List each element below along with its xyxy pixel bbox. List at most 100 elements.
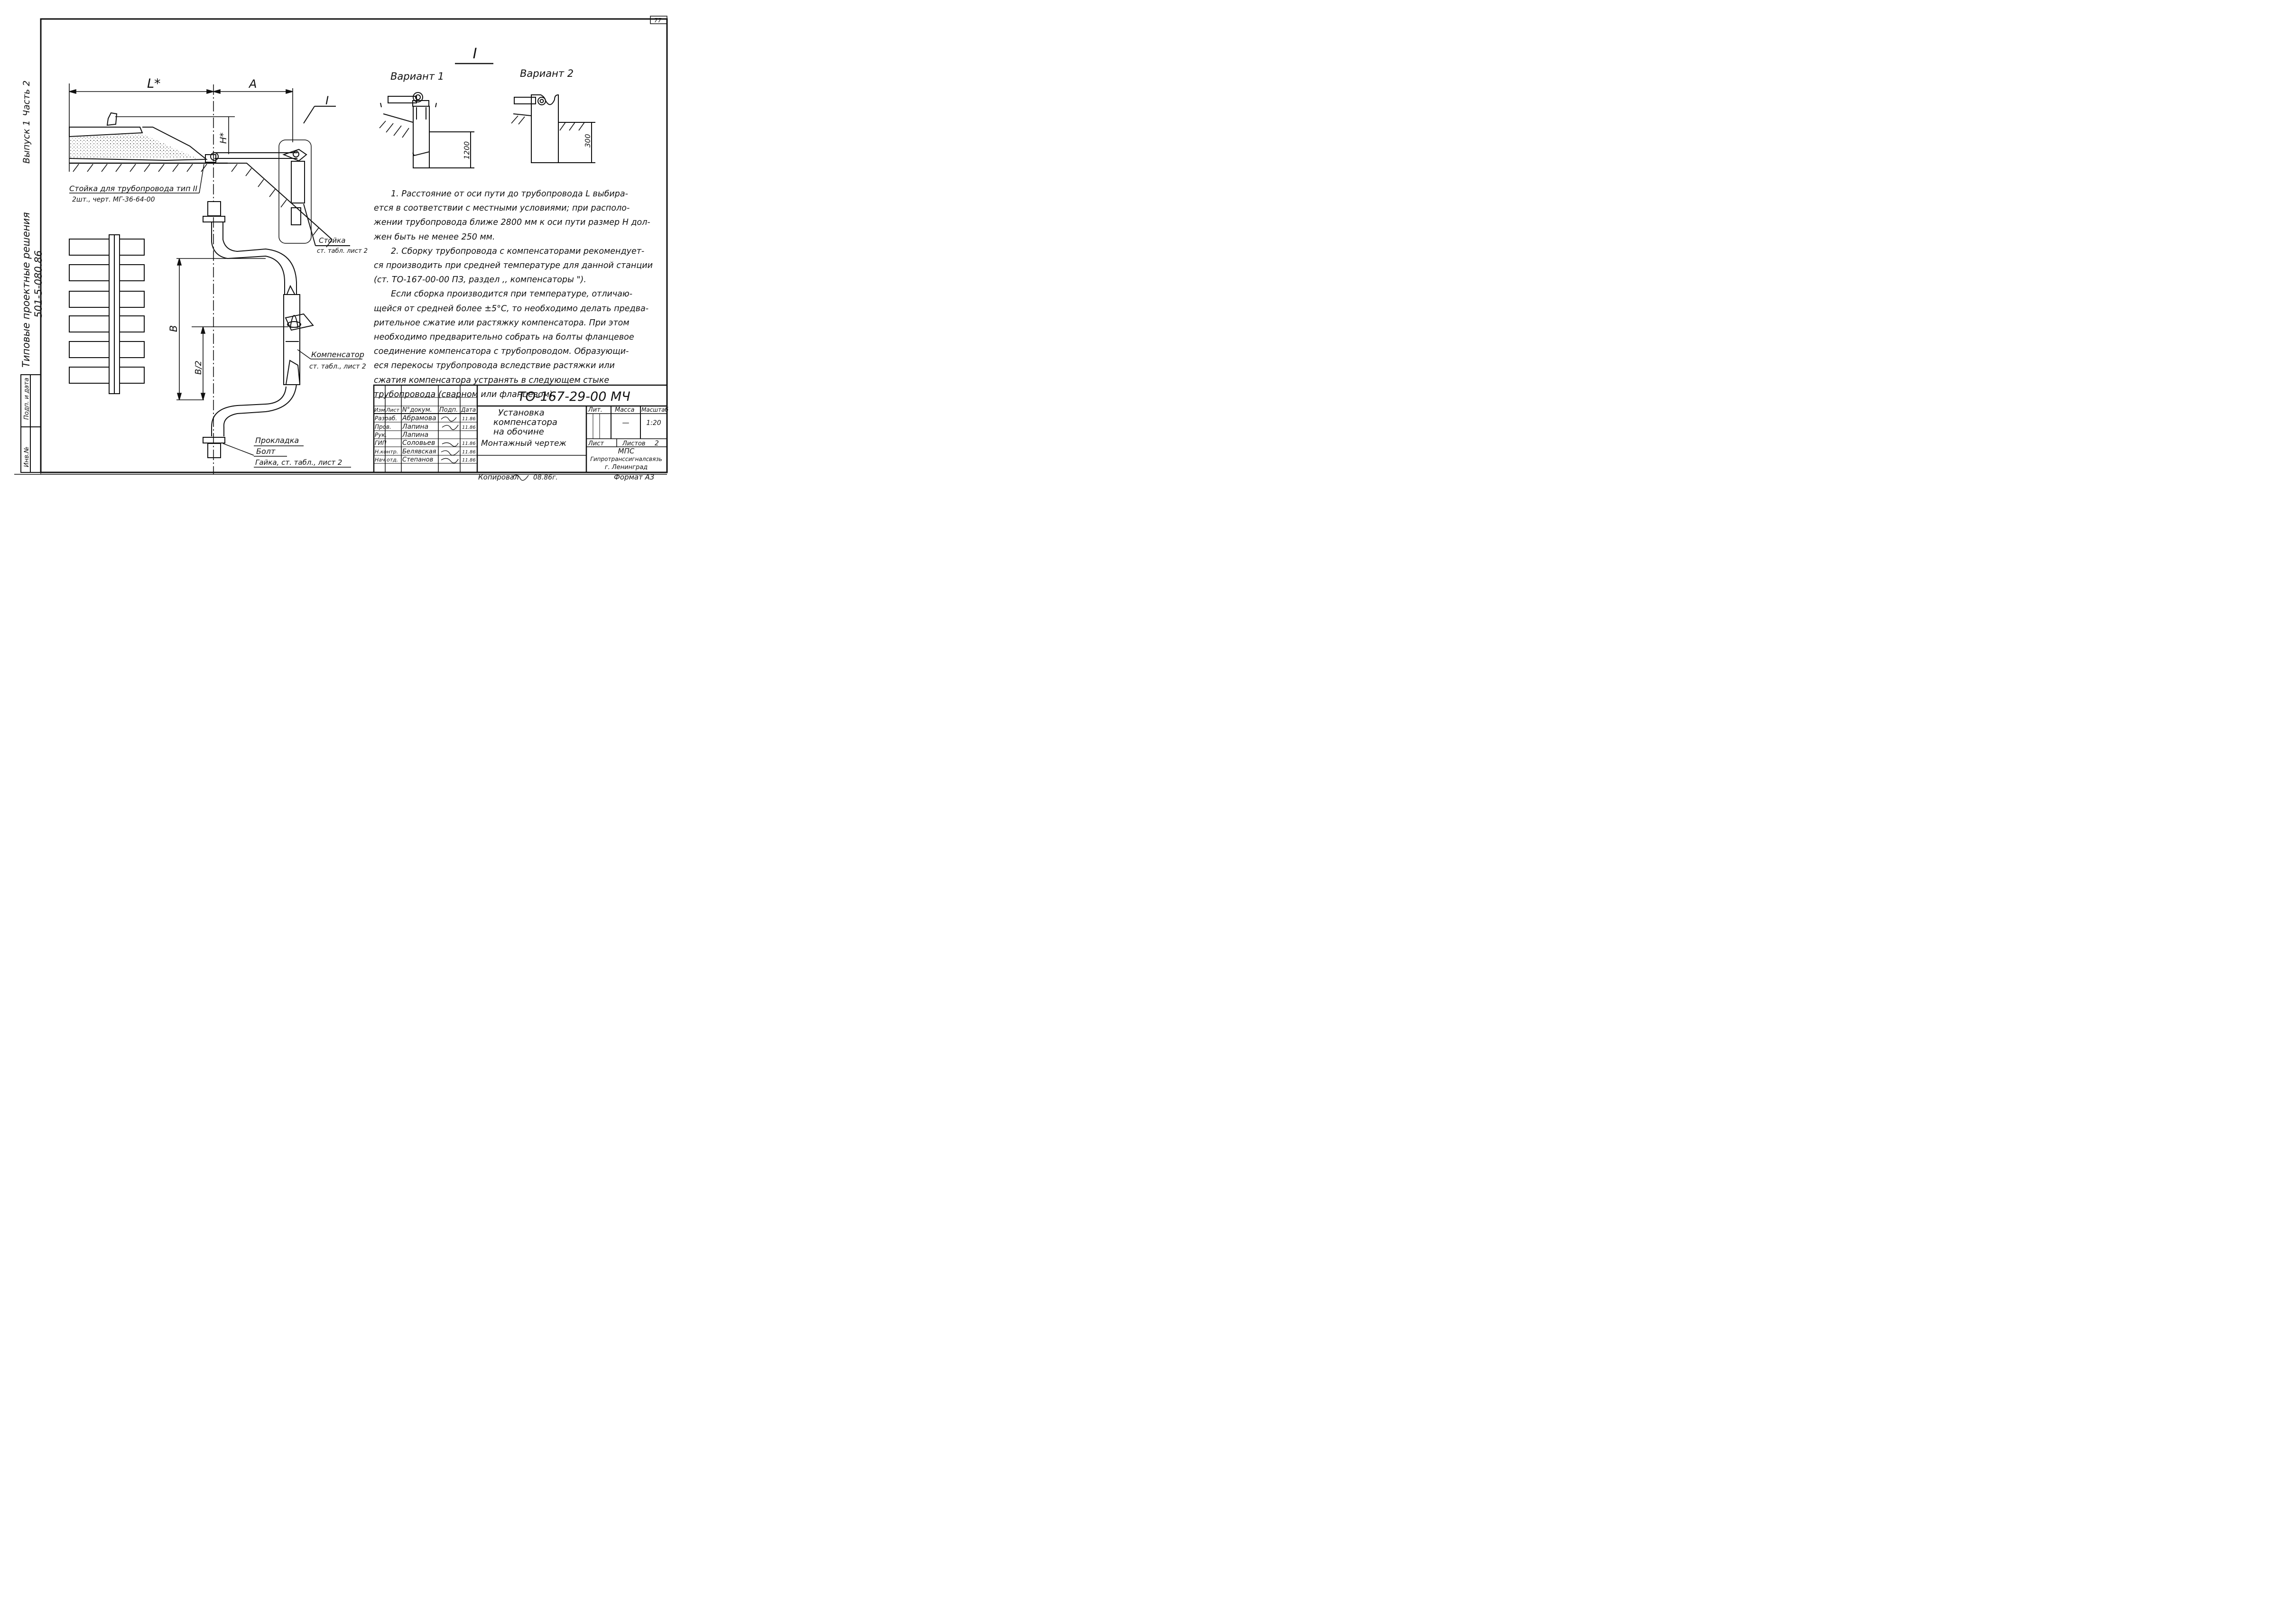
copied-by-signature — [512, 474, 529, 481]
note-line: жен быть не менее 250 мм. — [374, 232, 495, 242]
tb-date-1: 11.86 — [462, 425, 476, 430]
left-margin-stamp — [20, 374, 41, 473]
variant1-title: Вариант 1 — [390, 71, 444, 82]
tb-role-4: Н.контр. — [375, 449, 398, 455]
page-number: 77 — [654, 17, 662, 24]
callout-gasket: Прокладка — [255, 436, 299, 445]
tb-name-4: Белявская — [402, 448, 436, 455]
note-line: сжатия компенсатора устранять в следующе… — [374, 375, 610, 385]
notes-block: 1. Расстояние от оси пути до трубопровод… — [374, 187, 669, 402]
note-line: ся производить при средней температуре д… — [374, 261, 653, 271]
tb-hdr-date: Дата — [461, 406, 476, 413]
dimension-lines-top — [69, 83, 293, 474]
section-mark: I — [473, 46, 477, 62]
dim-B-half: В/2 — [194, 360, 204, 375]
callout-nut: Гайка, ст. табл., лист 2 — [255, 458, 342, 467]
tb-doc-code: ТО-167-29-00 МЧ — [518, 389, 630, 404]
note-line: жении трубопровода ближе 2800 мм к оси п… — [374, 218, 650, 228]
tb-name-2: Лапина — [402, 431, 428, 439]
callout-stand-ref: ст. табл. лист 2 — [317, 248, 368, 255]
tb-sheets-label: Листов — [622, 440, 646, 447]
dim-L: L* — [147, 76, 161, 91]
bottom-callout-lines — [222, 443, 351, 468]
tb-org-dept: Гипротранссигналсвязь — [590, 456, 662, 462]
variant2-ground-hatch — [511, 115, 585, 131]
variant1-detail — [380, 92, 474, 168]
callout-section-I: I — [325, 94, 329, 107]
tb-name-1: Лапина — [402, 423, 428, 431]
margin-issue: Выпуск 1 — [21, 120, 32, 164]
tb-sheet-label: Лист — [588, 440, 604, 447]
sheet-frame — [14, 16, 668, 475]
tb-hdr-izm: Изм. — [374, 407, 387, 413]
note-line: 1. Расстояние от оси пути до трубопровод… — [391, 189, 628, 199]
callout-post-label: Стойка для трубопровода тип II — [69, 184, 197, 193]
note-line: ется в соответствии с местными условиями… — [374, 203, 630, 213]
note-line: еся перекосы трубопровода вследствие рас… — [374, 361, 615, 371]
tb-subtitle: Монтажный чертеж — [481, 439, 566, 448]
ground-hatch-main — [73, 164, 333, 248]
margin-series: Типовые проектные решения — [20, 212, 32, 368]
title-block-grid — [373, 384, 668, 473]
compensator-pipe — [203, 201, 314, 458]
callout-post-sub: 2шт., черт. МГ-36-64-00 — [72, 196, 155, 203]
tb-hdr-ndoc: N°докум. — [402, 406, 432, 414]
note-line: необходимо предварительно собрать на бол… — [374, 332, 634, 342]
callout-compensator: Компенсатор — [311, 350, 364, 359]
tb-org-city: г. Ленинград — [605, 464, 648, 471]
callout-bolt: Болт — [256, 447, 276, 456]
variant2-detail — [513, 94, 595, 163]
tb-title-line2: компенсатора — [493, 417, 557, 427]
tb-signatures — [441, 416, 460, 463]
pipeline-upper — [205, 106, 350, 246]
tb-date-5: 11.86 — [462, 458, 476, 463]
tb-role-0: Разраб. — [375, 415, 397, 422]
note-line: 2. Сборку трубопровода с компенсаторами … — [391, 246, 645, 256]
margin-series-code: 501-5-080.86 — [33, 250, 44, 318]
copied-by: Копировал — [478, 473, 519, 481]
copy-date: 08.86г. — [533, 474, 558, 481]
note-line: рительное сжатие или растяжку компенсато… — [374, 318, 630, 328]
tb-name-3: Соловьев — [402, 439, 435, 447]
tb-date-3: 11.86 — [462, 441, 476, 446]
tb-role-5: Нач.отд. — [375, 457, 398, 463]
tb-mass-value: — — [622, 418, 630, 427]
variant1-dim-1200: 1200 — [463, 141, 471, 159]
tb-sheets-value: 2 — [655, 440, 659, 447]
tb-scale-label: Масштаб — [641, 406, 669, 413]
tb-title-line1: Установка — [498, 408, 545, 418]
tb-hdr-podp: Подп. — [439, 406, 458, 414]
variant1-ground-hatch — [379, 120, 409, 138]
tb-role-2: Рук. — [375, 432, 387, 438]
tb-stage-label: Лит. — [588, 406, 602, 414]
plan-view-track — [69, 234, 145, 394]
tb-date-4: 11.86 — [462, 450, 476, 455]
tb-org: МПС — [618, 447, 635, 455]
stamp-inv-no: Инв.№ — [23, 446, 30, 467]
note-line: Если сборка производится при температуре… — [391, 289, 633, 299]
tb-name-5: Степанов — [402, 456, 433, 463]
dim-A: А — [248, 77, 257, 91]
tb-name-0: Абрамова — [402, 415, 436, 422]
drawing-sheet: 77 Подп. и дата Инв.№ Типовые проектные … — [14, 16, 669, 481]
tb-date-0: 11.86 — [462, 416, 476, 422]
note-line: щейся от средней более ±5°С, то необходи… — [374, 304, 649, 314]
tb-scale-value: 1:20 — [646, 419, 661, 427]
tb-role-3: ГИП — [375, 440, 387, 446]
dim-H: Н* — [218, 132, 229, 144]
variant2-dim-300: 300 — [583, 134, 592, 148]
note-line: (ст. ТО-167-00-00 ПЗ, раздел ,, компенса… — [374, 275, 586, 285]
tb-mass-label: Масса — [615, 406, 634, 414]
variant2-title: Вариант 2 — [520, 68, 574, 79]
track-embankment — [69, 112, 333, 240]
format-label: Формат А3 — [614, 473, 654, 481]
callout-stand: Стойка — [319, 236, 345, 245]
callout-compensator-ref: ст. табл., лист 2 — [309, 363, 366, 370]
note-line: трубопровода (сварном или фланцевом). — [374, 389, 556, 399]
tb-role-1: Пров. — [375, 424, 391, 430]
dimension-B — [176, 258, 288, 400]
note-line: соединение компенсатора с трубопроводом.… — [374, 347, 629, 357]
tb-title-line3: на обочине — [493, 427, 544, 437]
dim-B: В — [168, 325, 179, 332]
stamp-sign-date: Подп. и дата — [23, 378, 30, 420]
